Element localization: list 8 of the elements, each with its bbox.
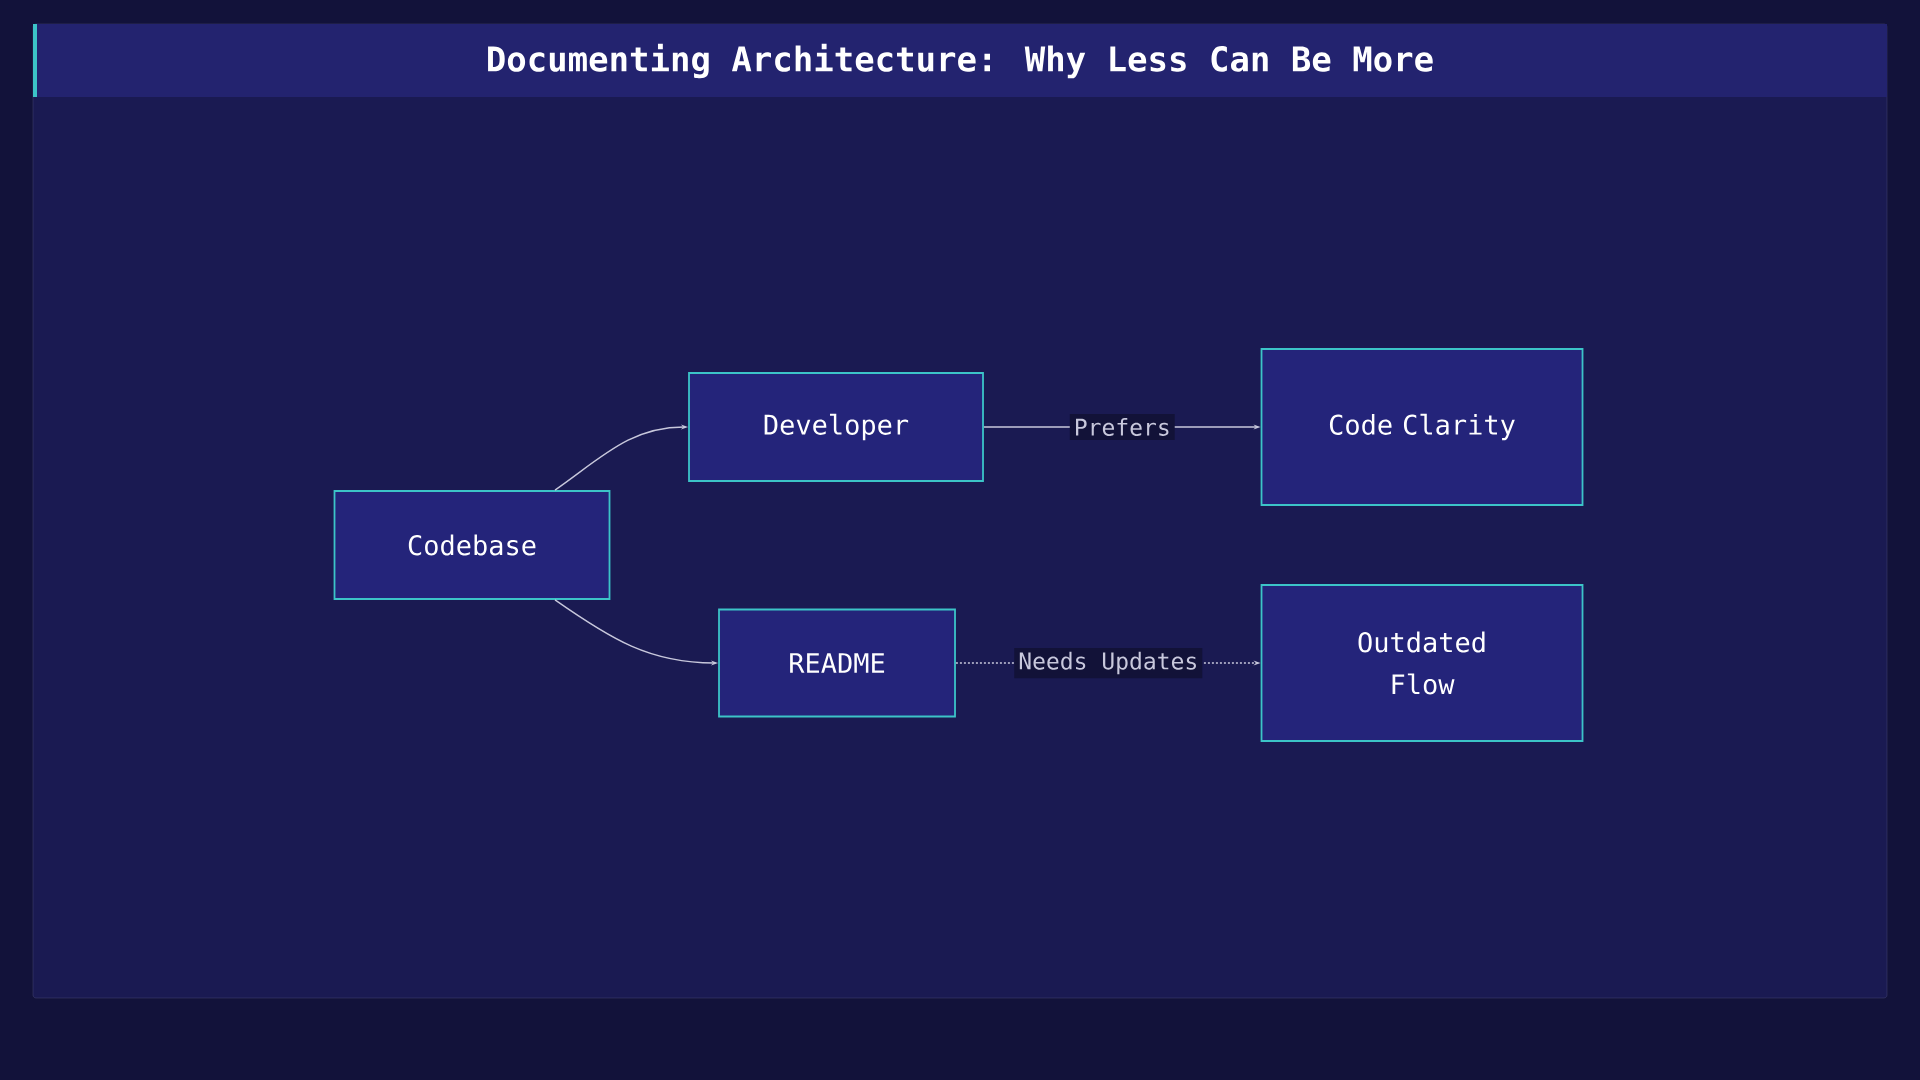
edge-label: Prefers <box>1069 414 1175 440</box>
process-box: README <box>718 608 956 718</box>
process-box: Codebase <box>333 490 611 600</box>
process-box: Code Clarity <box>1260 348 1584 506</box>
process-box: Outdated Flow <box>1260 584 1584 742</box>
edge-label: Needs Updates <box>1014 647 1203 679</box>
title-bar: Documenting Architecture: Why Less Can Be More <box>33 24 1887 97</box>
process-box: Developer <box>688 372 984 482</box>
